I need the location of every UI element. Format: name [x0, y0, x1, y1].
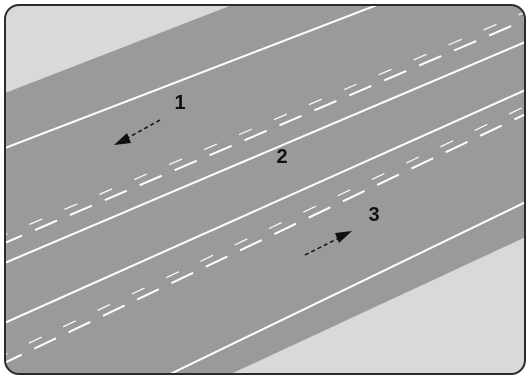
lane-label-3: 3: [368, 204, 379, 226]
lane-label-2: 2: [276, 146, 287, 168]
lane-label-1: 1: [174, 92, 185, 114]
